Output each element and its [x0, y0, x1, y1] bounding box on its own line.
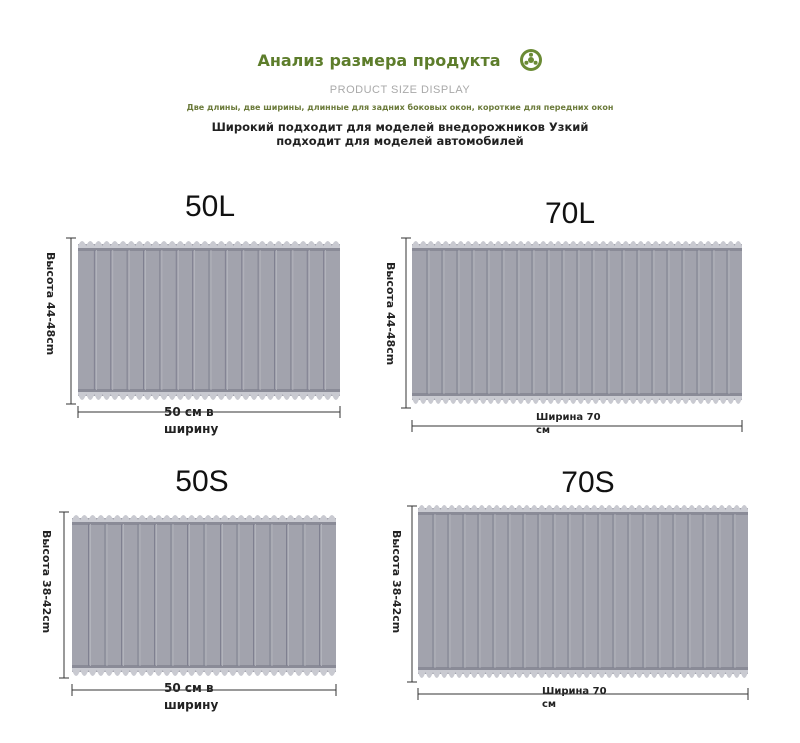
- model-label-50s: 50S: [175, 465, 229, 498]
- sunshade-50s: [72, 515, 336, 676]
- sunshade-50l: [78, 241, 340, 400]
- page-title: Анализ размера продукта: [257, 50, 501, 70]
- sunshade-70l: [412, 241, 742, 404]
- width-label-70s-line-2: см: [542, 699, 557, 710]
- model-label-70l: 70L: [544, 197, 596, 230]
- size-note: Две длины, две ширины, длинные для задни…: [186, 103, 614, 112]
- width-label-70s-line-1: Ширина 70: [542, 686, 607, 697]
- description-line-2: подходит для моделей автомобилей: [276, 134, 524, 148]
- page-title-row: Анализ размера продукта: [0, 48, 800, 72]
- model-label-70s: 70S: [561, 466, 615, 499]
- description: Широкий подходит для моделей внедорожник…: [0, 120, 800, 148]
- width-label-50l-line-2: ширину: [164, 422, 219, 436]
- width-label-50s: 50 см в ширину: [162, 680, 221, 714]
- description-line-1: Широкий подходит для моделей внедорожник…: [211, 120, 589, 134]
- height-label-70l: Высота 44-48cm: [384, 262, 397, 366]
- height-label-50l: Высота 44-48cm: [44, 252, 57, 356]
- width-label-70l-line-1: Ширина 70: [536, 412, 601, 423]
- width-label-70l-line-2: см: [536, 425, 551, 436]
- wheel-icon: [519, 49, 542, 71]
- width-label-50s-line-2: ширину: [164, 698, 219, 712]
- model-label-50l: 50L: [184, 190, 236, 223]
- sunshade-70s: [418, 505, 748, 678]
- width-label-70s: Ширина 70 см: [540, 685, 609, 711]
- width-label-50s-line-1: 50 см в: [164, 681, 214, 695]
- height-label-50s: Высота 38-42cm: [40, 530, 53, 634]
- height-label-70s: Высота 38-42cm: [390, 530, 403, 634]
- subtitle-english: PRODUCT SIZE DISPLAY: [329, 84, 471, 96]
- width-label-70l: Ширина 70 см: [534, 411, 603, 437]
